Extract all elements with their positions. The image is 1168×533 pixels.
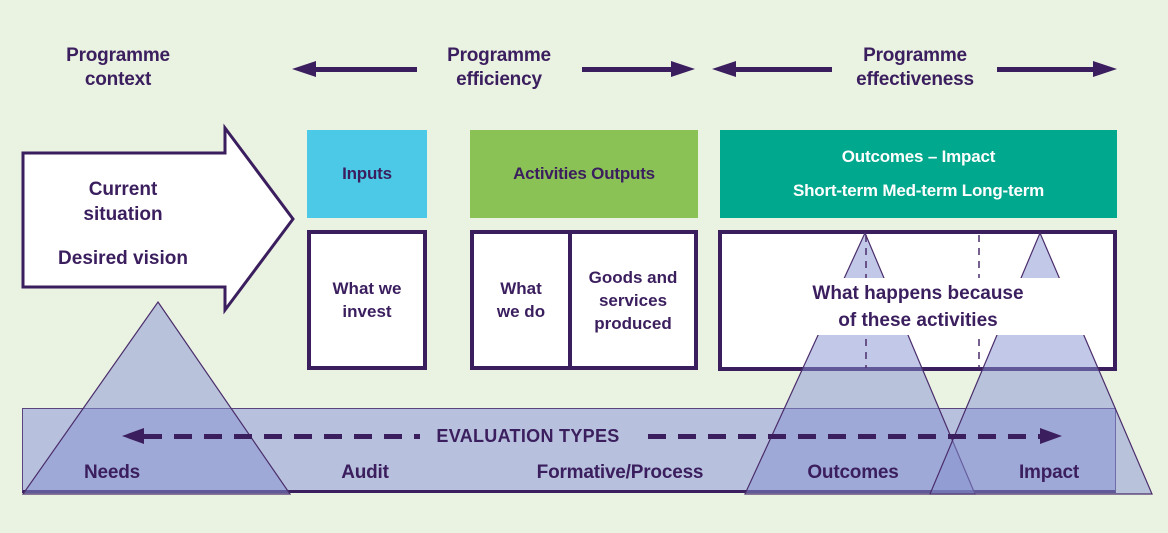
activities-body-left-text: What we do <box>496 279 546 321</box>
evaluation-label-formative-process: Formative/Process <box>536 462 704 483</box>
activities-body-right-text: Goods and services produced <box>588 267 678 333</box>
efficiency-right-arrow-shaft <box>582 67 673 72</box>
context-arrow-line2: Desired vision <box>58 248 188 269</box>
activities-header-box: Activities Outputs <box>470 130 698 218</box>
efficiency-left-arrow-icon <box>292 61 316 77</box>
evaluation-label-audit: Audit <box>341 462 389 483</box>
effectiveness-right-arrow-shaft <box>997 67 1093 72</box>
effectiveness-left-arrow-shaft <box>734 67 832 72</box>
evaluation-right-dashed-shaft <box>648 434 1040 439</box>
inputs-header-box: Inputs <box>307 130 427 218</box>
outcomes-body-line2: of these activities <box>838 309 998 331</box>
evaluation-band-title: EVALUATION TYPES <box>436 426 620 446</box>
evaluation-right-arrow-icon <box>1040 428 1062 444</box>
evaluation-label-needs: Needs <box>83 462 141 483</box>
context-arrow-line1: Current situation <box>83 179 163 225</box>
efficiency-right-arrow-icon <box>671 61 695 77</box>
header-programme-efficiency: Programme efficiency <box>447 45 551 90</box>
inputs-body-text: What we invest <box>332 279 402 321</box>
header-programme-context: Programme context <box>66 45 170 90</box>
evaluation-label-outcomes: Outcomes <box>807 462 899 483</box>
effectiveness-left-arrow-icon <box>712 61 736 77</box>
efficiency-left-arrow-shaft <box>314 67 417 72</box>
inputs-header-label: Inputs <box>342 164 392 183</box>
evaluation-label-impact: Impact <box>1018 462 1080 483</box>
inputs-body-box: What we invest <box>307 230 427 370</box>
outcomes-header-line2: Short-term Med-term Long-term <box>792 181 1045 200</box>
evaluation-left-arrow-icon <box>122 428 144 444</box>
activities-body-right-cell: Goods and services produced <box>568 234 694 366</box>
header-programme-effectiveness: Programme effectiveness <box>856 45 974 90</box>
evaluation-left-dashed-shaft <box>144 434 420 439</box>
outcomes-body-text: What happens because of these activities <box>742 278 1094 335</box>
activities-header-label: Activities Outputs <box>513 164 655 183</box>
outcomes-header-box: Outcomes – Impact Short-term Med-term Lo… <box>720 130 1117 218</box>
effectiveness-right-arrow-icon <box>1093 61 1117 77</box>
outcomes-header-line1: Outcomes – Impact <box>841 147 996 166</box>
outcomes-body-line1: What happens because <box>812 282 1024 304</box>
activities-body-box: What we do Goods and services produced <box>470 230 698 370</box>
activities-body-left-cell: What we do <box>474 234 568 366</box>
